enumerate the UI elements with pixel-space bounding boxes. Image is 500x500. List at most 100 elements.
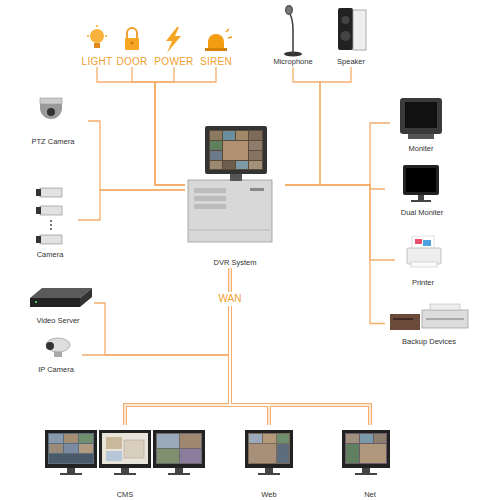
microphone-icon: [285, 5, 293, 15]
cable-line: [285, 123, 390, 185]
light-icon: [87, 25, 107, 48]
printer-icon: [415, 239, 422, 244]
power-bolt-icon: [166, 27, 181, 53]
camera-icon: [36, 207, 41, 214]
cms-monitors: [180, 434, 201, 448]
dvr-monitor: [209, 130, 263, 170]
power-bolt-icon: [166, 27, 181, 53]
dvr-tower: [188, 180, 272, 242]
door-lock-icon: [125, 28, 139, 50]
device-label: PTZ Camera: [32, 138, 75, 147]
camera-icon: [50, 224, 52, 226]
alarm-device: SIREN: [196, 25, 236, 67]
cable-inner: [229, 268, 230, 292]
cms-monitors: [157, 434, 179, 448]
device-node: Dual Moniter: [385, 160, 459, 218]
backup-device-icon: [430, 304, 460, 310]
video-server-icon: [30, 298, 80, 307]
light-icon: [90, 29, 104, 43]
device-node: Camera: [22, 180, 78, 260]
web-monitor: [249, 444, 276, 463]
ptz-camera-icon: [40, 98, 62, 104]
cable-line: [228, 268, 232, 292]
crt-monitor-icon: [400, 98, 442, 139]
net-monitor: [374, 434, 386, 443]
door-lock-icon: [125, 38, 139, 50]
dvr-monitor: [210, 151, 222, 160]
cable-line: [88, 121, 185, 190]
light-icon: [105, 35, 107, 37]
device-node: IP Camera: [30, 335, 82, 375]
microphone-icon: [284, 5, 302, 57]
device-label: Printer: [412, 279, 434, 288]
web-monitor: [265, 468, 273, 473]
device-node: Video Server: [22, 280, 94, 326]
net-monitor: [346, 434, 359, 443]
backup-device-icon: [426, 318, 464, 320]
cms-monitors: [48, 433, 94, 464]
cable-line: [285, 185, 385, 324]
net-monitor: [342, 430, 390, 468]
light-icon: [94, 43, 100, 48]
cms-monitors: [60, 473, 82, 475]
device-node: Speaker: [325, 3, 377, 67]
alarm-device: DOOR: [115, 25, 149, 67]
cms-monitors: [45, 430, 205, 475]
cable-line: [82, 306, 230, 355]
cms-monitors: [64, 434, 78, 443]
ptz-camera-icon: [47, 108, 55, 116]
device-label: Microphone: [273, 58, 312, 67]
dvr-monitor: [205, 126, 267, 181]
device-label: Dual Moniter: [401, 209, 444, 218]
device-label: DOOR: [116, 56, 147, 68]
dvr-monitor: [223, 141, 248, 160]
cable-inner: [125, 306, 230, 425]
cms-monitors: [79, 434, 93, 443]
device-label: Video Server: [36, 317, 79, 326]
net-monitor: [360, 434, 373, 443]
dvr-monitor: [249, 141, 262, 150]
backup-device-icon: [390, 304, 468, 330]
lcd-monitor-icon: [403, 165, 439, 202]
dvr-monitor: [223, 161, 235, 169]
device-label: CMS: [117, 491, 134, 500]
web-monitor: [263, 434, 276, 443]
backup-device-icon: [393, 318, 413, 320]
web-monitor: [248, 433, 290, 464]
camera-icon: [36, 189, 41, 196]
web-monitor: [245, 430, 293, 468]
video-server-icon: [80, 288, 92, 307]
camera-icon: [36, 236, 41, 243]
device-node: DVR System: [185, 120, 285, 268]
cable-line: [285, 67, 320, 185]
cable-line: [78, 190, 185, 220]
device-label: Moniter: [408, 145, 433, 154]
backup-device-icon: [390, 314, 420, 330]
cms-monitors: [124, 440, 144, 458]
camera-icon: [40, 206, 62, 215]
cable-line: [285, 185, 395, 260]
cms-monitors: [99, 430, 151, 468]
device-node: Printer: [395, 232, 451, 288]
dvr-tower: [194, 204, 226, 209]
web-monitor: [277, 444, 289, 463]
speaker-icon: [341, 31, 351, 41]
cable-line: [230, 306, 269, 425]
cms-monitors: [79, 444, 93, 453]
speaker-icon: [353, 10, 366, 50]
crt-monitor-icon: [405, 102, 437, 128]
cable-line: [155, 67, 185, 185]
light-icon: [96, 25, 98, 27]
camera-icon: [50, 228, 52, 230]
net-monitor: [346, 444, 359, 463]
alarm-device: LIGHT: [80, 25, 114, 67]
net-monitor: [360, 444, 386, 463]
cms-monitors: [175, 468, 183, 473]
camera-icon: [50, 220, 52, 222]
device-node: Microphone: [265, 3, 321, 67]
ip-camera-icon: [46, 338, 70, 352]
lcd-monitor-icon: [418, 195, 424, 200]
cms-monitors: [114, 473, 136, 475]
